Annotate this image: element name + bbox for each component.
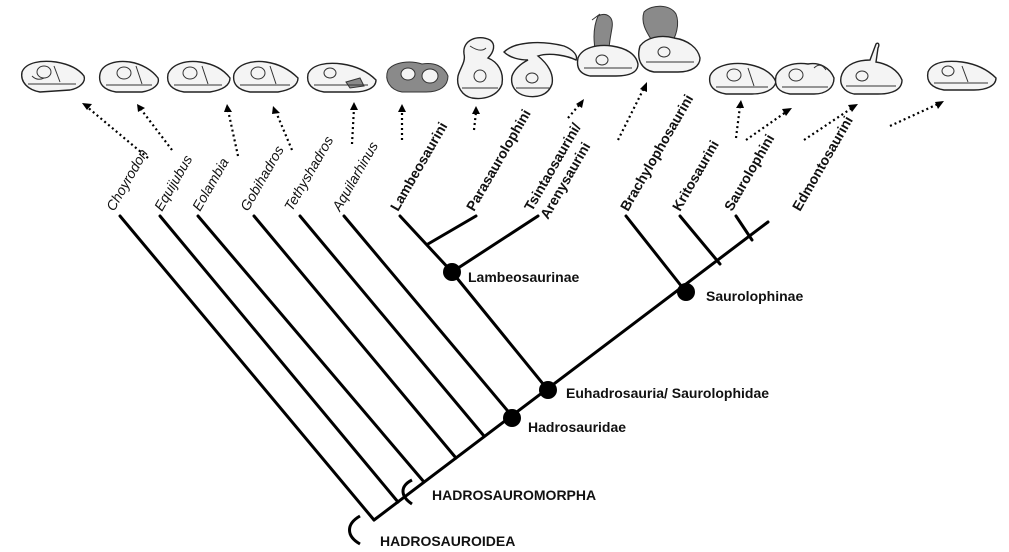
node-dots — [443, 263, 695, 427]
label-lambeosaurini: Lambeosaurini — [387, 119, 451, 213]
label-saurolophinae: Saurolophinae — [706, 288, 803, 304]
skull-aquilarhinus — [386, 61, 449, 93]
skull-saurolophini — [840, 42, 903, 95]
skull-brachylophosaurini — [708, 62, 777, 95]
branch-choyrodon — [118, 214, 376, 522]
skull-equijubus — [98, 60, 160, 93]
branch-kritosaurini — [678, 214, 722, 266]
branch-lambeosaurini — [398, 214, 454, 274]
branch-gobihadros — [252, 214, 458, 460]
label-lambeosaurinae: Lambeosaurinae — [468, 269, 579, 285]
skull-edmontosaurini — [926, 60, 997, 91]
skull-tethyshadros — [306, 62, 377, 93]
node-euhadrosauria-dot — [539, 381, 557, 399]
label-saurolophini: Saurolophini — [721, 131, 778, 213]
label-hadrosauromorpha: HADROSAUROMORPHA — [432, 487, 596, 503]
skull-parasaurolophini — [503, 41, 578, 98]
skull-lambeosaurini — [456, 36, 504, 100]
label-parasaurolophini: Parasaurolophini — [463, 106, 534, 213]
dotted-arrows — [82, 82, 944, 159]
skull-eolambia — [166, 60, 231, 93]
node-saurolophinae-dot — [677, 283, 695, 301]
label-kritosaurini: Kritosaurini — [669, 137, 722, 213]
bracket-hadrosauroidea — [348, 514, 361, 546]
taxon-labels: Choyrodon Equijubus Eolambia Gobihadros … — [103, 92, 856, 222]
bracket-hadrosauromorpha — [401, 478, 413, 506]
label-eolambia: Eolambia — [189, 155, 232, 214]
branch-aquilarhinus — [342, 214, 514, 418]
branch-tsintaosaurini — [450, 214, 540, 274]
branch-saurolophini — [734, 214, 754, 242]
branch-equijubus — [158, 214, 400, 504]
label-euhadrosauria: Euhadrosauria/ Saurolophidae — [566, 385, 769, 401]
branch-parasaurolophini — [426, 214, 478, 246]
branch-eolambia — [196, 214, 426, 484]
label-choyrodon: Choyrodon — [103, 146, 151, 213]
skull-tsintaosaurini — [576, 13, 639, 77]
branch-lambeosaurinae — [450, 270, 550, 392]
skull-arenysaurini — [638, 5, 701, 73]
label-aquilarhinus: Aquilarhinus — [328, 139, 381, 215]
node-hadrosauridae-dot — [503, 409, 521, 427]
backbone — [372, 220, 770, 522]
skull-kritosaurini — [774, 62, 835, 95]
branch-brachylophosaurini — [624, 214, 688, 294]
skull-choyrodon — [21, 60, 86, 93]
label-gobihadros: Gobihadros — [237, 143, 287, 214]
branch-tethyshadros — [298, 214, 486, 438]
label-hadrosauridae: Hadrosauridae — [528, 419, 626, 435]
node-lambeosaurinae-dot — [443, 263, 461, 281]
tree-branches — [118, 214, 770, 522]
label-hadrosauroidea: HADROSAUROIDEA — [380, 533, 515, 549]
skull-gobihadros — [232, 60, 299, 93]
